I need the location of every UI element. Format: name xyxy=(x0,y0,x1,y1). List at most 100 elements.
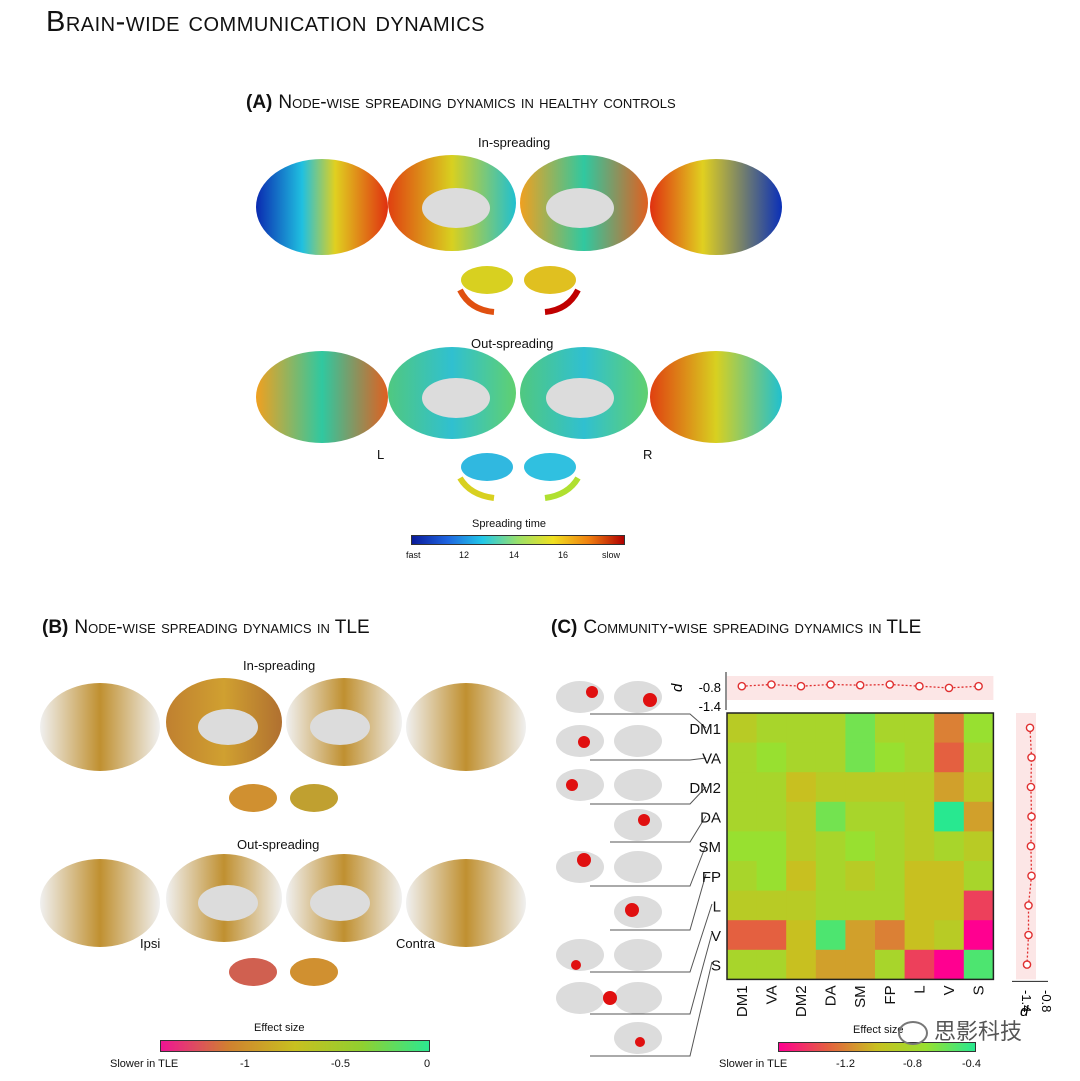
row-mean-point-FP xyxy=(1027,871,1036,881)
heatmap-col-label-V: V xyxy=(941,985,958,995)
panel-c-colorbar xyxy=(778,1042,976,1052)
panel-b-letter: (B) xyxy=(42,617,69,638)
panel-c-letter: (C) xyxy=(551,617,578,638)
row-mean-point-V xyxy=(1024,930,1033,940)
heatmap-cell-SM-V xyxy=(934,831,965,862)
row-mean-point-DM2 xyxy=(1026,782,1036,792)
row-mean-point-L xyxy=(1024,901,1033,910)
column-mean-point-FP xyxy=(885,680,895,689)
brain-lateral-right-out xyxy=(650,351,782,443)
heatmap-cell-DM1-DM2 xyxy=(786,713,817,744)
heatmap-row-label-S: S xyxy=(711,958,721,975)
heatmap-cell-DA-VA xyxy=(756,801,787,832)
heatmap-cell-FP-SM xyxy=(845,861,876,892)
thumb-l-medial xyxy=(614,939,662,971)
panel-a-colorbar xyxy=(411,535,625,545)
row-mean-point-DA xyxy=(1027,812,1036,821)
network-thumbnail-highlights xyxy=(566,686,657,1047)
leader-dm1 xyxy=(590,713,707,729)
heatmap-cell-FP-V xyxy=(934,861,965,892)
heatmap-cell-FP-DM1 xyxy=(727,861,758,892)
subcortex-right-in xyxy=(524,266,576,294)
heatmap-cell-VA-DM2 xyxy=(786,742,817,773)
thumb-v-medial xyxy=(614,982,662,1014)
heatmap-cell-DM1-L xyxy=(904,713,935,744)
heatmap-col-label-DM2: DM2 xyxy=(793,985,810,1017)
thumb-s-spot xyxy=(635,1037,645,1047)
heatmap-cell-DM1-DA xyxy=(815,713,846,744)
subcortex-right-in-tail xyxy=(544,288,581,315)
heatmap-col-label-DM1: DM1 xyxy=(734,985,751,1017)
tle-subcortex-contra-in xyxy=(290,784,338,812)
heatmap-cell-DA-DM2 xyxy=(786,801,817,832)
thumb-dm1-spot xyxy=(586,686,598,698)
heatmap-cell-DM2-L xyxy=(904,772,935,803)
leader-v xyxy=(590,932,713,1015)
heatmap-cell-VA-FP xyxy=(875,742,906,773)
heatmap-cell-V-L xyxy=(904,920,935,951)
heatmap-cell-DM1-SM xyxy=(845,713,876,744)
tle-medial-ipsi-in-core xyxy=(198,709,258,745)
heatmap-cell-DA-V xyxy=(934,801,965,832)
brain-medial-left-out-core xyxy=(422,378,490,418)
column-mean-point-L xyxy=(915,681,924,691)
panel-a-tick-16: 16 xyxy=(558,550,569,560)
row-axis-label: d xyxy=(1020,1003,1029,1020)
panel-b-title-text: Node-wise spreading dynamics in TLE xyxy=(74,617,370,638)
panel-b-in-spreading-label: In-spreading xyxy=(243,658,316,673)
row-mean-line xyxy=(1026,727,1033,965)
column-axis-tick-top: -0.8 xyxy=(699,680,721,695)
column-axis-tick-bottom: -1.4 xyxy=(699,699,721,714)
heatmap-cell-VA-VA xyxy=(756,742,787,773)
row-axis-tick-left: -1.4 xyxy=(1019,990,1034,1012)
heatmap-cell-VA-S xyxy=(963,742,994,773)
heatmap-cell-S-L xyxy=(904,949,935,980)
heatmap-cell-DM2-V xyxy=(934,772,965,803)
brain-medial-right-in-core xyxy=(546,188,614,228)
subcortex-right-out xyxy=(524,453,576,481)
heatmap-cell-SM-FP xyxy=(875,831,906,862)
heatmap-cell-V-FP xyxy=(875,920,906,951)
wechat-icon xyxy=(898,1021,928,1046)
heatmap-cell-V-V xyxy=(934,920,965,951)
heatmap-cell-FP-VA xyxy=(756,861,787,892)
heatmap-cell-DA-FP xyxy=(875,801,906,832)
heatmap-cell-V-DA xyxy=(815,920,846,951)
subcortex-left-in-tail xyxy=(457,288,495,315)
heatmap-cell-L-DM2 xyxy=(786,890,817,921)
heatmap-cell-DA-L xyxy=(904,801,935,832)
heatmap-cell-L-S xyxy=(963,890,994,921)
heatmap-cell-S-SM xyxy=(845,949,876,980)
column-mean-point-VA xyxy=(767,680,776,689)
subcortex-left-out xyxy=(461,453,513,481)
panel-b-tick-minus1: -1 xyxy=(240,1058,250,1070)
heatmap-cell-L-V xyxy=(934,890,965,921)
heatmap-cell-FP-DM2 xyxy=(786,861,817,892)
heatmap-cell-L-DA xyxy=(815,890,846,921)
thumb-v-spot xyxy=(603,991,617,1005)
column-axis-label: d xyxy=(669,683,686,692)
heatmap-cell-L-DM1 xyxy=(727,890,758,921)
heatmap-cell-V-VA xyxy=(756,920,787,951)
heatmap-col-label-S: S xyxy=(971,985,988,995)
heatmap-cell-FP-S xyxy=(963,861,994,892)
heatmap-cell-DM2-S xyxy=(963,772,994,803)
heatmap-cell-L-FP xyxy=(875,890,906,921)
leader-fp xyxy=(610,873,707,931)
thumb-l-lateral xyxy=(556,939,604,971)
thumb-dm2-spot xyxy=(566,779,578,791)
column-mean-point-V xyxy=(944,683,954,693)
tle-subcortex-ipsi-in xyxy=(229,784,277,812)
brain-lateral-right-in xyxy=(650,159,782,255)
thumb-sm-lateral xyxy=(556,851,604,883)
thumb-va-spot xyxy=(578,736,590,748)
main-title: Brain-wide communication dynamics xyxy=(46,6,486,38)
leader-da xyxy=(610,815,707,843)
panel-b-tick-0: 0 xyxy=(424,1058,431,1070)
heatmap-cell-DM1-DM1 xyxy=(727,713,758,744)
thumb-l-spot xyxy=(571,960,581,970)
heatmap-cell-DA-S xyxy=(963,801,994,832)
panel-a-in-spreading-label: In-spreading xyxy=(478,135,551,150)
heatmap-cell-V-SM xyxy=(845,920,876,951)
heatmap-cell-DM2-VA xyxy=(756,772,787,803)
